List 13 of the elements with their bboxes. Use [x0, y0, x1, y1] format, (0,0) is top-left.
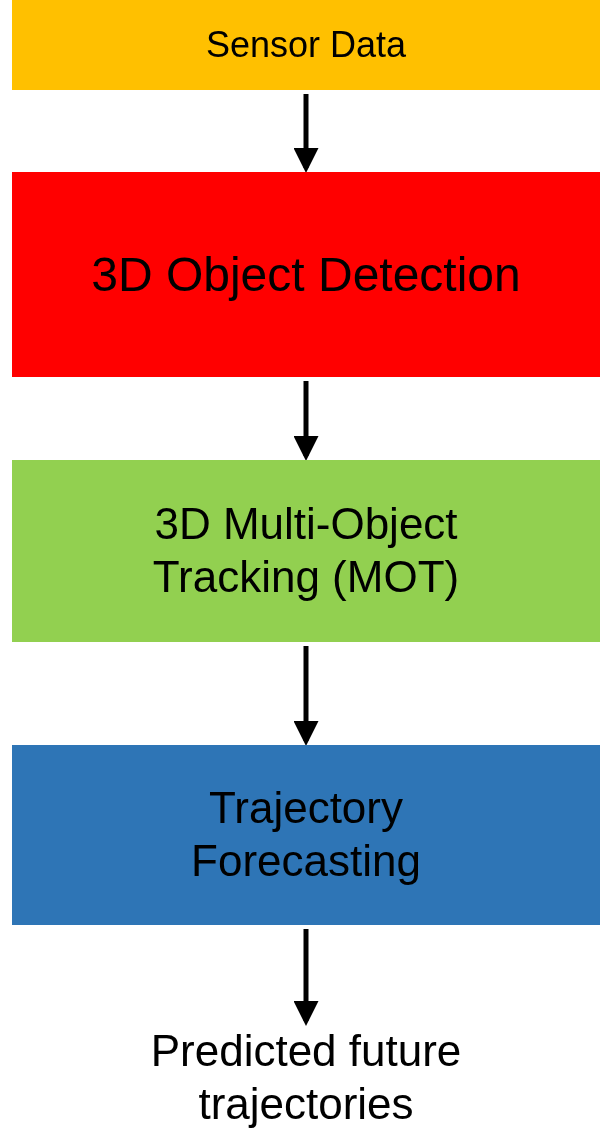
- process-box: [12, 0, 600, 90]
- node-label: 3D Multi-Object Tracking (MOT): [151, 498, 461, 603]
- arrow: [293, 381, 319, 461]
- arrow: [293, 646, 319, 746]
- node-label: 3D Object Detection: [91, 246, 521, 303]
- node-label: Sensor Data: [205, 23, 407, 67]
- arrow: [293, 94, 319, 173]
- node-label: Predicted future trajectories: [149, 1024, 463, 1130]
- arrow: [293, 929, 319, 1026]
- process-box: [12, 172, 600, 377]
- node-label: Trajectory Forecasting: [190, 782, 422, 887]
- process-box: [12, 745, 600, 925]
- process-box: [12, 460, 600, 642]
